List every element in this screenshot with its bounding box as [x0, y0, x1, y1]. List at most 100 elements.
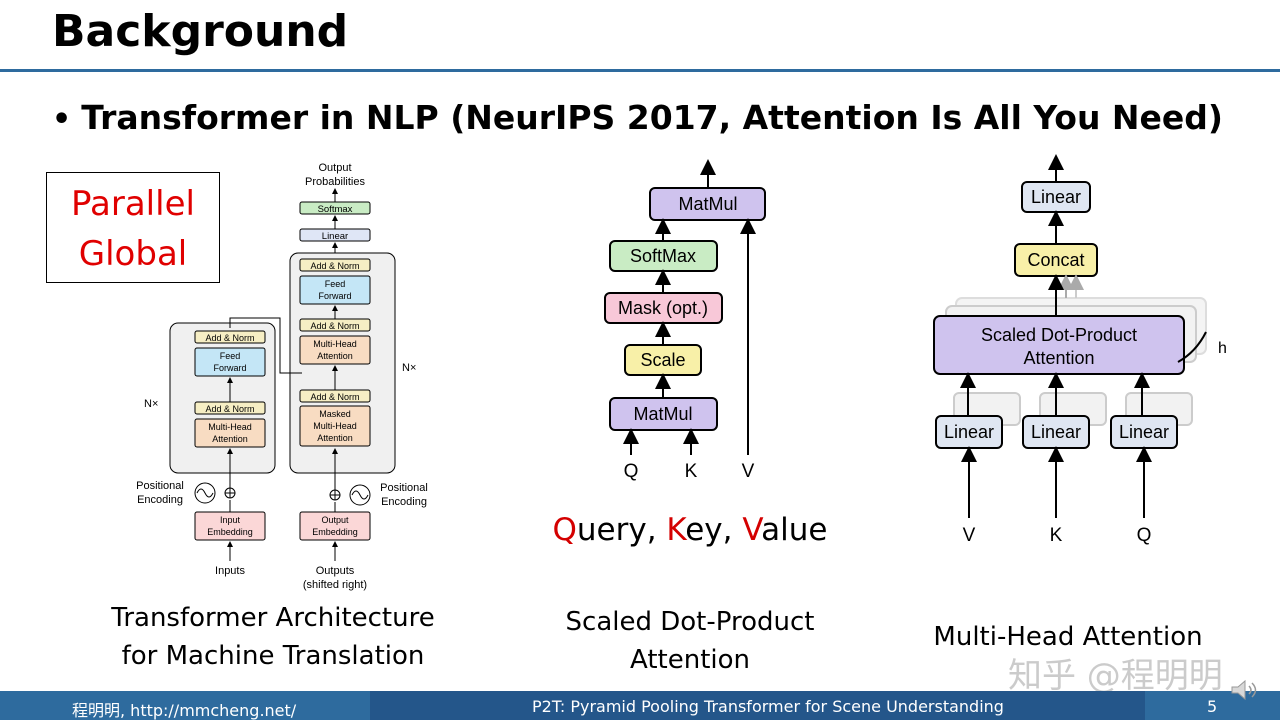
sdpa-mask-label: Mask (opt.): [618, 298, 708, 318]
masked-label-1: Masked: [319, 409, 351, 419]
key-rest: ey,: [685, 512, 743, 548]
masked-label-2: Multi-Head: [313, 421, 357, 431]
mha-linear-k-label: Linear: [1031, 422, 1081, 442]
zhihu-watermark: 知乎 @程明明: [1008, 656, 1223, 696]
scaled-dot-product-diagram: MatMul SoftMax Mask (opt.) Scale MatMul …: [604, 159, 766, 482]
outputs-label-2: (shifted right): [303, 579, 367, 591]
encoder-ff-label-2: Forward: [213, 363, 246, 373]
linear-label: Linear: [322, 231, 348, 242]
softmax-block: [299, 201, 371, 215]
footer-paper-title: P2T: Pyramid Pooling Transformer for Sce…: [532, 697, 1004, 716]
sdpa-caption-line-2: Attention: [630, 645, 750, 675]
sdpa-softmax-label: SoftMax: [630, 246, 696, 266]
sdpa-caption: Scaled Dot-Product Attention: [540, 603, 840, 679]
encoder-stack: [169, 322, 276, 474]
architecture-caption: Transformer Architecture for Machine Tra…: [98, 599, 448, 675]
key-initial: K: [666, 512, 686, 548]
transformer-architecture-diagram: Output Probabilities Softmax Linear Add …: [136, 162, 428, 591]
callout-line-2: Global: [78, 234, 188, 274]
footer-middle-bar: [370, 691, 1145, 720]
footer-page-number: 5: [1207, 697, 1218, 716]
encoder-nx-label: N×: [144, 398, 158, 410]
sdpa-q-label: Q: [624, 461, 639, 482]
sdpa-matmul-bottom-label: MatMul: [633, 404, 692, 424]
inputs-label: Inputs: [215, 565, 245, 577]
encoder-add-norm-2-label: Add & Norm: [205, 333, 254, 343]
encoder-positional-label-1: Positional: [136, 480, 184, 492]
mha-sdpa-label-2: Attention: [1023, 348, 1094, 368]
query-key-value-text: Query, Key, Value: [540, 512, 840, 548]
bullet-text: Transformer in NLP (NeurIPS 2017, Attent…: [81, 98, 1224, 137]
mha-concat-label: Concat: [1027, 250, 1084, 270]
multi-head-attention-diagram: Linear Concat Scaled Dot-Product Attenti…: [933, 154, 1227, 546]
mha-v-label: V: [963, 525, 976, 546]
output-probabilities-label-1: Output: [318, 162, 351, 174]
encoder-add-norm-1: [194, 401, 266, 415]
mha-h-label: h: [1218, 340, 1227, 357]
decoder-feed-forward: [299, 275, 371, 305]
decoder-masked-attention: [299, 405, 371, 447]
footer-author[interactable]: 程明明, http://mmcheng.net/: [72, 701, 297, 720]
encoder-mha-label-2: Attention: [212, 434, 248, 444]
masked-label-3: Attention: [317, 433, 353, 443]
bullet-point: • Transformer in NLP (NeurIPS 2017, Atten…: [52, 98, 1223, 144]
decoder-mha-label-1: Multi-Head: [313, 339, 357, 349]
decoder-add-norm-3: [299, 258, 371, 272]
decoder-add-norm-1: [299, 389, 371, 403]
query-initial: Q: [552, 512, 577, 548]
output-embedding-label-2: Embedding: [312, 527, 358, 537]
encoder-add-norm-2: [194, 330, 266, 344]
decoder-nx-label: N×: [402, 362, 416, 374]
footer-right-bar: [1145, 691, 1280, 720]
value-rest: alue: [761, 512, 828, 548]
linear-block: [299, 228, 371, 242]
mha-linear-q-label: Linear: [1119, 422, 1169, 442]
decoder-ff-label-2: Forward: [318, 291, 351, 301]
callout-line-1: Parallel: [71, 184, 195, 224]
mha-k-label: K: [1050, 525, 1063, 546]
sdpa-matmul-top: [649, 187, 766, 221]
mha-linear-top-label: Linear: [1031, 187, 1081, 207]
outputs-label-1: Outputs: [316, 565, 355, 577]
encoder-multi-head-attention: [194, 418, 266, 448]
title-divider: [0, 69, 1280, 72]
decoder-add-norm-2: [299, 318, 371, 332]
value-initial: V: [742, 512, 762, 548]
softmax-label: Softmax: [318, 204, 353, 215]
encoder-positional-label-2: Encoding: [137, 494, 183, 506]
encoder-add-norm-1-label: Add & Norm: [205, 404, 254, 414]
encoder-ff-label-1: Feed: [220, 351, 241, 361]
query-rest: uery,: [576, 512, 667, 548]
decoder-multi-head-attention: [299, 335, 371, 365]
mha-linear-v-label: Linear: [944, 422, 994, 442]
output-embedding-label-1: Output: [321, 515, 349, 525]
sdpa-v-label: V: [742, 461, 755, 482]
sdpa-caption-line-1: Scaled Dot-Product: [565, 607, 815, 637]
decoder-add-norm-2-label: Add & Norm: [310, 321, 359, 331]
encoder-decoder-connection: [229, 317, 302, 374]
decoder-add-norm-3-label: Add & Norm: [310, 261, 359, 271]
mha-q-label: Q: [1137, 525, 1152, 546]
sdpa-scale-label: Scale: [640, 350, 685, 370]
mha-caption: Multi-Head Attention: [933, 622, 1203, 652]
encoder-feed-forward: [194, 347, 266, 377]
decoder-add-norm-1-label: Add & Norm: [310, 392, 359, 402]
decoder-positional-label-2: Encoding: [381, 496, 427, 508]
sdpa-matmul-top-label: MatMul: [678, 194, 737, 214]
parallel-global-callout: Parallel Global: [46, 172, 220, 283]
input-embedding-label-1: Input: [220, 515, 241, 525]
slide-title: Background: [52, 6, 349, 57]
output-probabilities-label-2: Probabilities: [305, 176, 365, 188]
decoder-mha-label-2: Attention: [317, 351, 353, 361]
architecture-caption-line-2: for Machine Translation: [121, 641, 425, 671]
decoder-positional-label-1: Positional: [380, 482, 428, 494]
sdpa-k-label: K: [685, 461, 698, 482]
decoder-ff-label-1: Feed: [325, 279, 346, 289]
footer-left-bar: [0, 691, 370, 720]
input-embedding-label-2: Embedding: [207, 527, 253, 537]
bullet-dot: •: [52, 102, 72, 137]
encoder-mha-label-1: Multi-Head: [208, 422, 252, 432]
speaker-icon[interactable]: [1228, 678, 1264, 702]
architecture-caption-line-1: Transformer Architecture: [111, 603, 435, 633]
sdpa-matmul-bottom: [609, 397, 718, 431]
